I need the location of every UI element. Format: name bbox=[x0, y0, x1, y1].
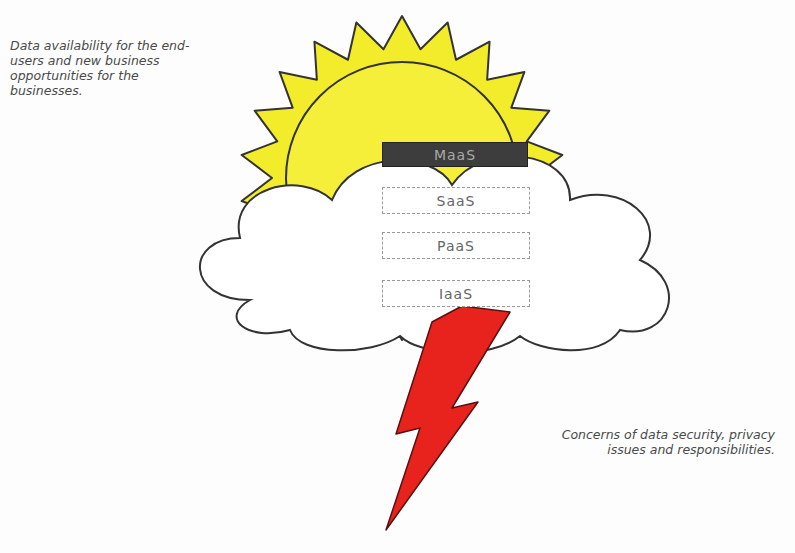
service-layer-box: SaaS bbox=[382, 187, 530, 214]
service-layer-box: IaaS bbox=[382, 280, 530, 307]
lightning-bolt bbox=[386, 306, 510, 530]
layer-label: SaaS bbox=[437, 193, 476, 209]
layer-label: MaaS bbox=[434, 147, 476, 163]
layer-label: IaaS bbox=[439, 286, 473, 302]
service-layer-box: MaaS bbox=[382, 142, 528, 167]
layer-label: PaaS bbox=[437, 238, 475, 254]
annotation-note: Data availability for the end-users and … bbox=[10, 38, 200, 98]
annotation-note: Concerns of data security, privacy issue… bbox=[560, 427, 775, 457]
service-layer-box: PaaS bbox=[382, 232, 530, 259]
